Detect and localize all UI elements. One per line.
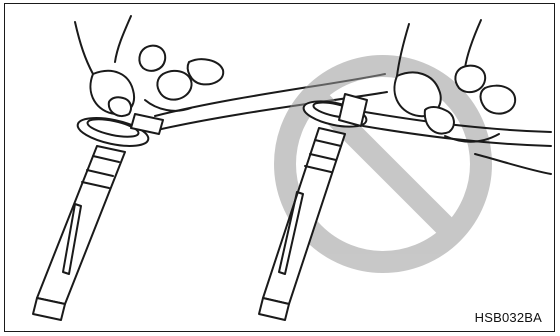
ignition-coil-left (33, 146, 125, 320)
hand-right (394, 20, 515, 142)
coil-boot-left (75, 113, 163, 151)
ignition-coil-right (259, 128, 345, 320)
figure-reference-code: HSB032BA (475, 310, 542, 325)
incorrect-grip-illustration (259, 20, 551, 320)
illustration-frame: HSB032BA (4, 3, 555, 332)
hand-left (75, 16, 223, 116)
illustration-canvas (5, 4, 553, 330)
